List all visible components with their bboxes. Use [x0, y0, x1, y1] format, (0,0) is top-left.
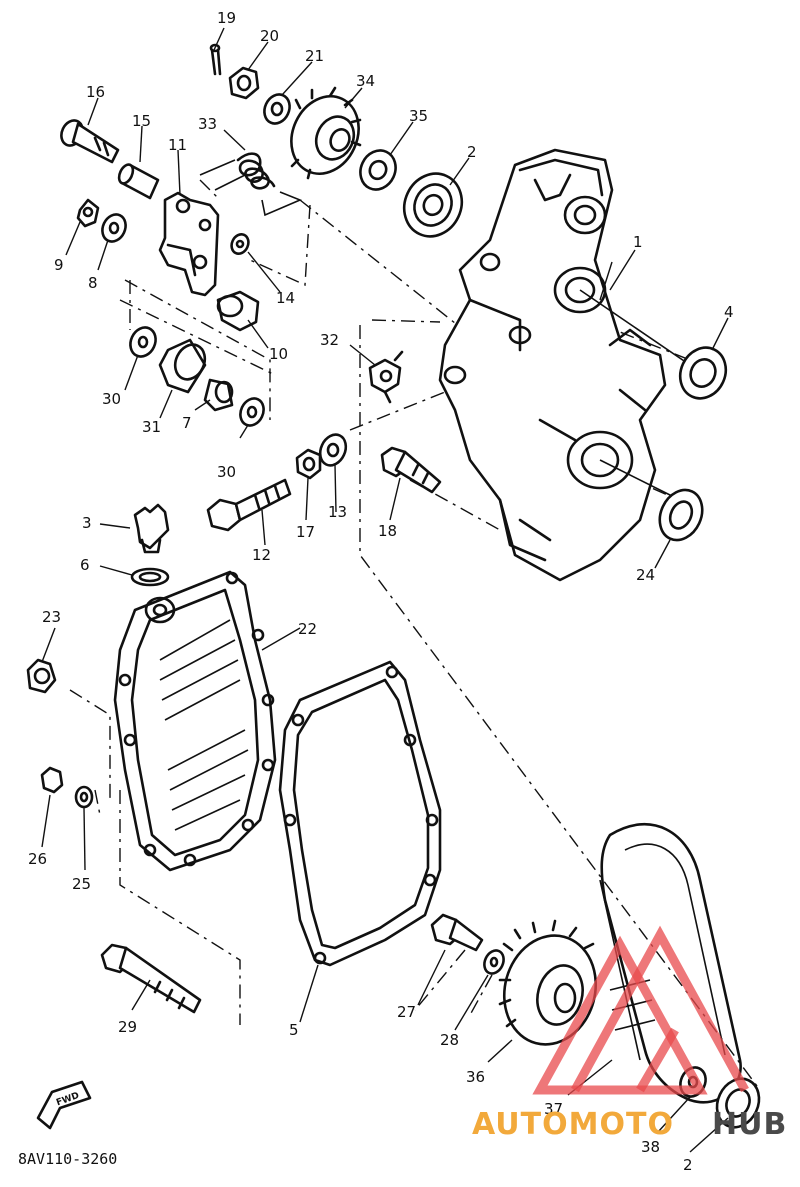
callout-leaders — [41, 27, 729, 1153]
o-ring-6 — [130, 567, 170, 587]
callout-34: 34 — [356, 72, 375, 90]
callout-31: 31 — [142, 418, 161, 436]
callout-29: 29 — [118, 1018, 137, 1036]
callout-19: 19 — [217, 9, 236, 27]
collar-35 — [359, 149, 397, 191]
callout-35: 35 — [409, 107, 428, 125]
front-arrow-icon: FWD — [36, 1080, 92, 1130]
fitting-32 — [368, 350, 404, 404]
gasket-5 — [278, 660, 442, 967]
callout-25: 25 — [72, 875, 91, 893]
callout-20: 20 — [260, 27, 279, 45]
callout-12: 12 — [252, 546, 271, 564]
oil-seal-24 — [658, 488, 704, 542]
callout-32: 32 — [320, 331, 339, 349]
callout-33: 33 — [198, 115, 217, 133]
collar-31 — [158, 338, 207, 394]
callout-16: 16 — [86, 83, 105, 101]
bearing-2-bottom — [715, 1077, 761, 1129]
clip-9 — [76, 198, 100, 228]
callout-18: 18 — [378, 522, 397, 540]
callout-30-lower: 30 — [217, 463, 236, 481]
callout-22: 22 — [298, 620, 317, 638]
callout-labels: 19 20 21 34 35 2 1 4 16 15 11 33 9 8 14 … — [28, 9, 734, 1174]
nut-20 — [228, 66, 260, 100]
callout-8: 8 — [88, 274, 98, 292]
diagram-code: 8AV110-3260 — [18, 1150, 117, 1168]
bolt-27 — [430, 913, 484, 952]
bolt-18 — [380, 446, 442, 494]
washer-13 — [318, 433, 348, 467]
collar-7 — [203, 378, 234, 412]
washer-28 — [483, 949, 505, 975]
watermark-logo: AUTOMOTO HUB — [472, 925, 787, 1142]
callout-21: 21 — [305, 47, 324, 65]
washer-30-lower — [239, 397, 265, 427]
bolt-16 — [60, 119, 120, 164]
callout-3: 3 — [82, 514, 92, 532]
callout-37: 37 — [544, 1100, 563, 1118]
chain-37 — [599, 823, 742, 1104]
lever-11 — [158, 191, 220, 297]
callout-11: 11 — [168, 136, 187, 154]
callout-30-upper: 30 — [102, 390, 121, 408]
bearing-2-top — [402, 172, 464, 238]
collar-15 — [117, 163, 160, 200]
oil-seal-4 — [678, 346, 728, 400]
callout-7: 7 — [182, 414, 192, 432]
cotter-pin-19 — [209, 43, 222, 76]
bolt-26 — [40, 766, 64, 794]
cover-22 — [113, 570, 277, 872]
callout-4: 4 — [724, 303, 734, 321]
callout-1: 1 — [633, 233, 643, 251]
crankcase-cover — [438, 148, 691, 582]
callout-23: 23 — [42, 608, 61, 626]
watermark-text-dark: HUB — [712, 1107, 787, 1142]
callout-5: 5 — [289, 1021, 299, 1039]
callout-28: 28 — [440, 1031, 459, 1049]
sprocket-36 — [498, 919, 598, 1046]
callout-17: 17 — [296, 523, 315, 541]
washer-14 — [230, 233, 250, 255]
callout-27: 27 — [397, 1003, 416, 1021]
bolt-10 — [216, 290, 260, 332]
washer-25 — [74, 785, 94, 809]
bolt-23 — [26, 658, 57, 694]
callout-15: 15 — [132, 112, 151, 130]
callout-2-top: 2 — [467, 143, 477, 161]
callout-9: 9 — [54, 256, 64, 274]
nut-17 — [295, 448, 322, 480]
callout-38: 38 — [641, 1138, 660, 1156]
washer-30-upper — [129, 326, 157, 358]
watermark-text-orange: AUTOMOTO — [472, 1107, 674, 1142]
callout-6: 6 — [80, 556, 90, 574]
callout-26: 26 — [28, 850, 47, 868]
callout-10: 10 — [269, 345, 288, 363]
washer-8 — [101, 213, 127, 243]
bolt-29 — [100, 943, 202, 1014]
washer-21 — [263, 93, 291, 125]
callout-36: 36 — [466, 1068, 485, 1086]
bolt-12 — [206, 478, 292, 532]
plug-3 — [133, 503, 170, 554]
callout-14: 14 — [276, 289, 295, 307]
callout-24: 24 — [636, 566, 655, 584]
callout-13: 13 — [328, 503, 347, 521]
callout-2-bottom: 2 — [683, 1156, 693, 1174]
gear-34 — [290, 86, 362, 180]
spring-33 — [199, 152, 303, 217]
